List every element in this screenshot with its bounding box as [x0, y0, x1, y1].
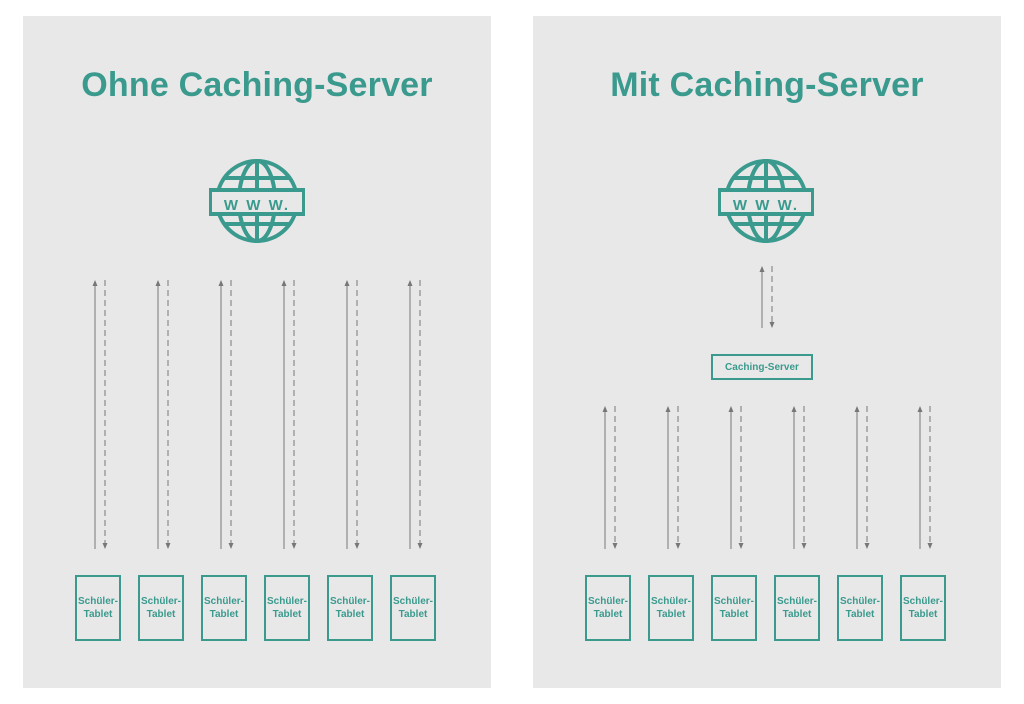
- arrowhead-down: [417, 543, 423, 549]
- caching-server-box: Caching-Server: [711, 354, 813, 380]
- arrow-pair-2: [155, 280, 171, 549]
- student-tablet: Schüler-Tablet: [264, 575, 310, 641]
- globe-label: W W W.: [223, 197, 291, 214]
- arrow-pair-1: [92, 280, 108, 549]
- arrowhead-up: [407, 280, 413, 286]
- globe-www-icon: W W W.: [717, 158, 815, 244]
- globe-shape: [717, 159, 815, 243]
- arrowhead-down: [864, 543, 870, 549]
- arrow-pair-4: [791, 406, 807, 549]
- globe-www-icon: W W W.: [208, 158, 306, 244]
- arrowhead-down: [102, 543, 108, 549]
- arrowhead-down: [354, 543, 360, 549]
- arrowhead-up: [728, 406, 734, 412]
- arrowhead-down: [165, 543, 171, 549]
- globe-label: W W W.: [732, 197, 800, 214]
- student-tablet: Schüler-Tablet: [648, 575, 694, 641]
- student-tablet: Schüler-Tablet: [774, 575, 820, 641]
- arrow-pair-5: [854, 406, 870, 549]
- arrowhead-down: [769, 322, 775, 328]
- arrow-pair-5: [344, 280, 360, 549]
- arrowhead-up: [155, 280, 161, 286]
- arrow-pair-2: [665, 406, 681, 549]
- arrowhead-down: [228, 543, 234, 549]
- globe-shape: [208, 159, 306, 243]
- student-tablet: Schüler-Tablet: [837, 575, 883, 641]
- arrowhead-up: [281, 280, 287, 286]
- arrowhead-down: [291, 543, 297, 549]
- panel-title: Mit Caching-Server: [610, 66, 924, 104]
- student-tablet: Schüler-Tablet: [900, 575, 946, 641]
- student-tablet: Schüler-Tablet: [585, 575, 631, 641]
- arrowhead-up: [917, 406, 923, 412]
- arrowhead-up: [854, 406, 860, 412]
- arrowhead-down: [927, 543, 933, 549]
- arrow-pair-1: [602, 406, 618, 549]
- arrowhead-down: [612, 543, 618, 549]
- arrowhead-up: [218, 280, 224, 286]
- arrowhead-down: [738, 543, 744, 549]
- arrows-right: [602, 266, 933, 549]
- arrow-pair-3: [728, 406, 744, 549]
- student-tablet: Schüler-Tablet: [711, 575, 757, 641]
- arrowhead-up: [791, 406, 797, 412]
- panel-without-caching: Ohne Caching-Server W W W. Schüler-Table…: [23, 16, 491, 688]
- arrowhead-up: [92, 280, 98, 286]
- arrowhead-up: [759, 266, 765, 272]
- arrow-pair-3: [218, 280, 234, 549]
- arrowhead-up: [602, 406, 608, 412]
- student-tablet: Schüler-Tablet: [138, 575, 184, 641]
- student-tablet: Schüler-Tablet: [201, 575, 247, 641]
- arrow-pair-4: [281, 280, 297, 549]
- arrows-left: [92, 280, 423, 549]
- student-tablet: Schüler-Tablet: [75, 575, 121, 641]
- arrowhead-up: [665, 406, 671, 412]
- panel-with-caching: Mit Caching-Server W W W. Caching-Server…: [533, 16, 1001, 688]
- arrowhead-down: [801, 543, 807, 549]
- arrowhead-down: [675, 543, 681, 549]
- panel-title: Ohne Caching-Server: [81, 66, 433, 104]
- arrow-pair-6: [917, 406, 933, 549]
- arrow-pair-6: [407, 280, 423, 549]
- arrowhead-up: [344, 280, 350, 286]
- arrow-pair-server: [759, 266, 775, 328]
- student-tablet: Schüler-Tablet: [390, 575, 436, 641]
- student-tablet: Schüler-Tablet: [327, 575, 373, 641]
